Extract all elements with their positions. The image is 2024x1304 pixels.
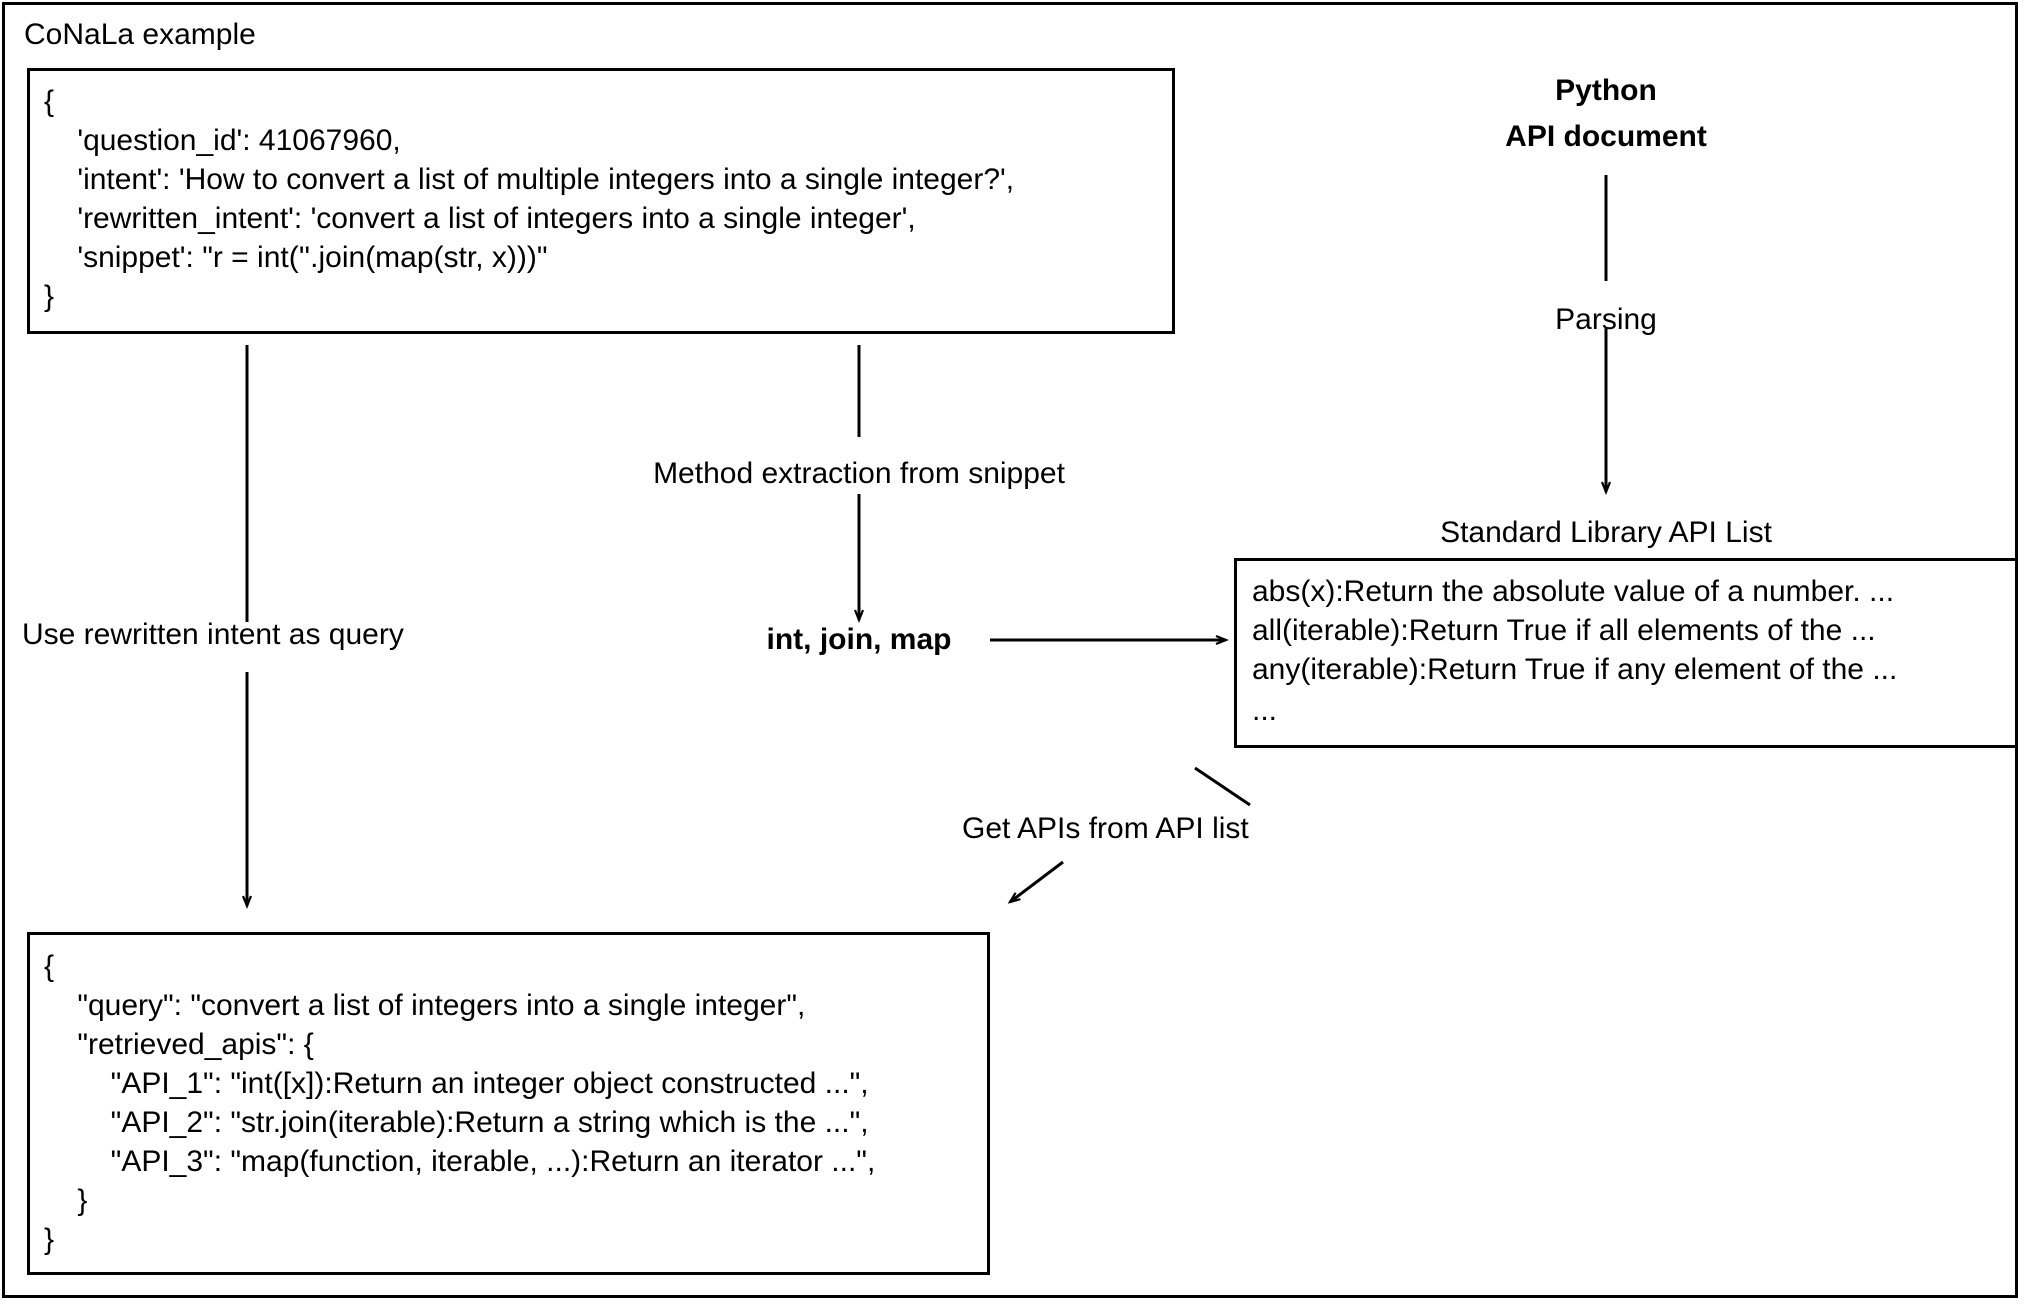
conala-example-caption: CoNaLa example [24,18,256,51]
python-api-document-title-line1: Python [1555,74,1657,107]
python-api-document-title-line2: API document [1505,120,1707,153]
method-extraction-edge-label: Method extraction from snippet [653,457,1065,490]
conala-example-box [27,68,1175,334]
get-apis-edge-label: Get APIs from API list [962,812,1249,845]
standard-library-api-list-title: Standard Library API List [1440,516,1772,549]
extracted-methods-label: int, join, map [766,623,952,656]
use-rewritten-intent-label: Use rewritten intent as query [22,618,404,651]
standard-library-api-list-box [1234,558,2018,748]
result-json-box [27,932,990,1275]
parsing-edge-label: Parsing [1555,303,1657,336]
